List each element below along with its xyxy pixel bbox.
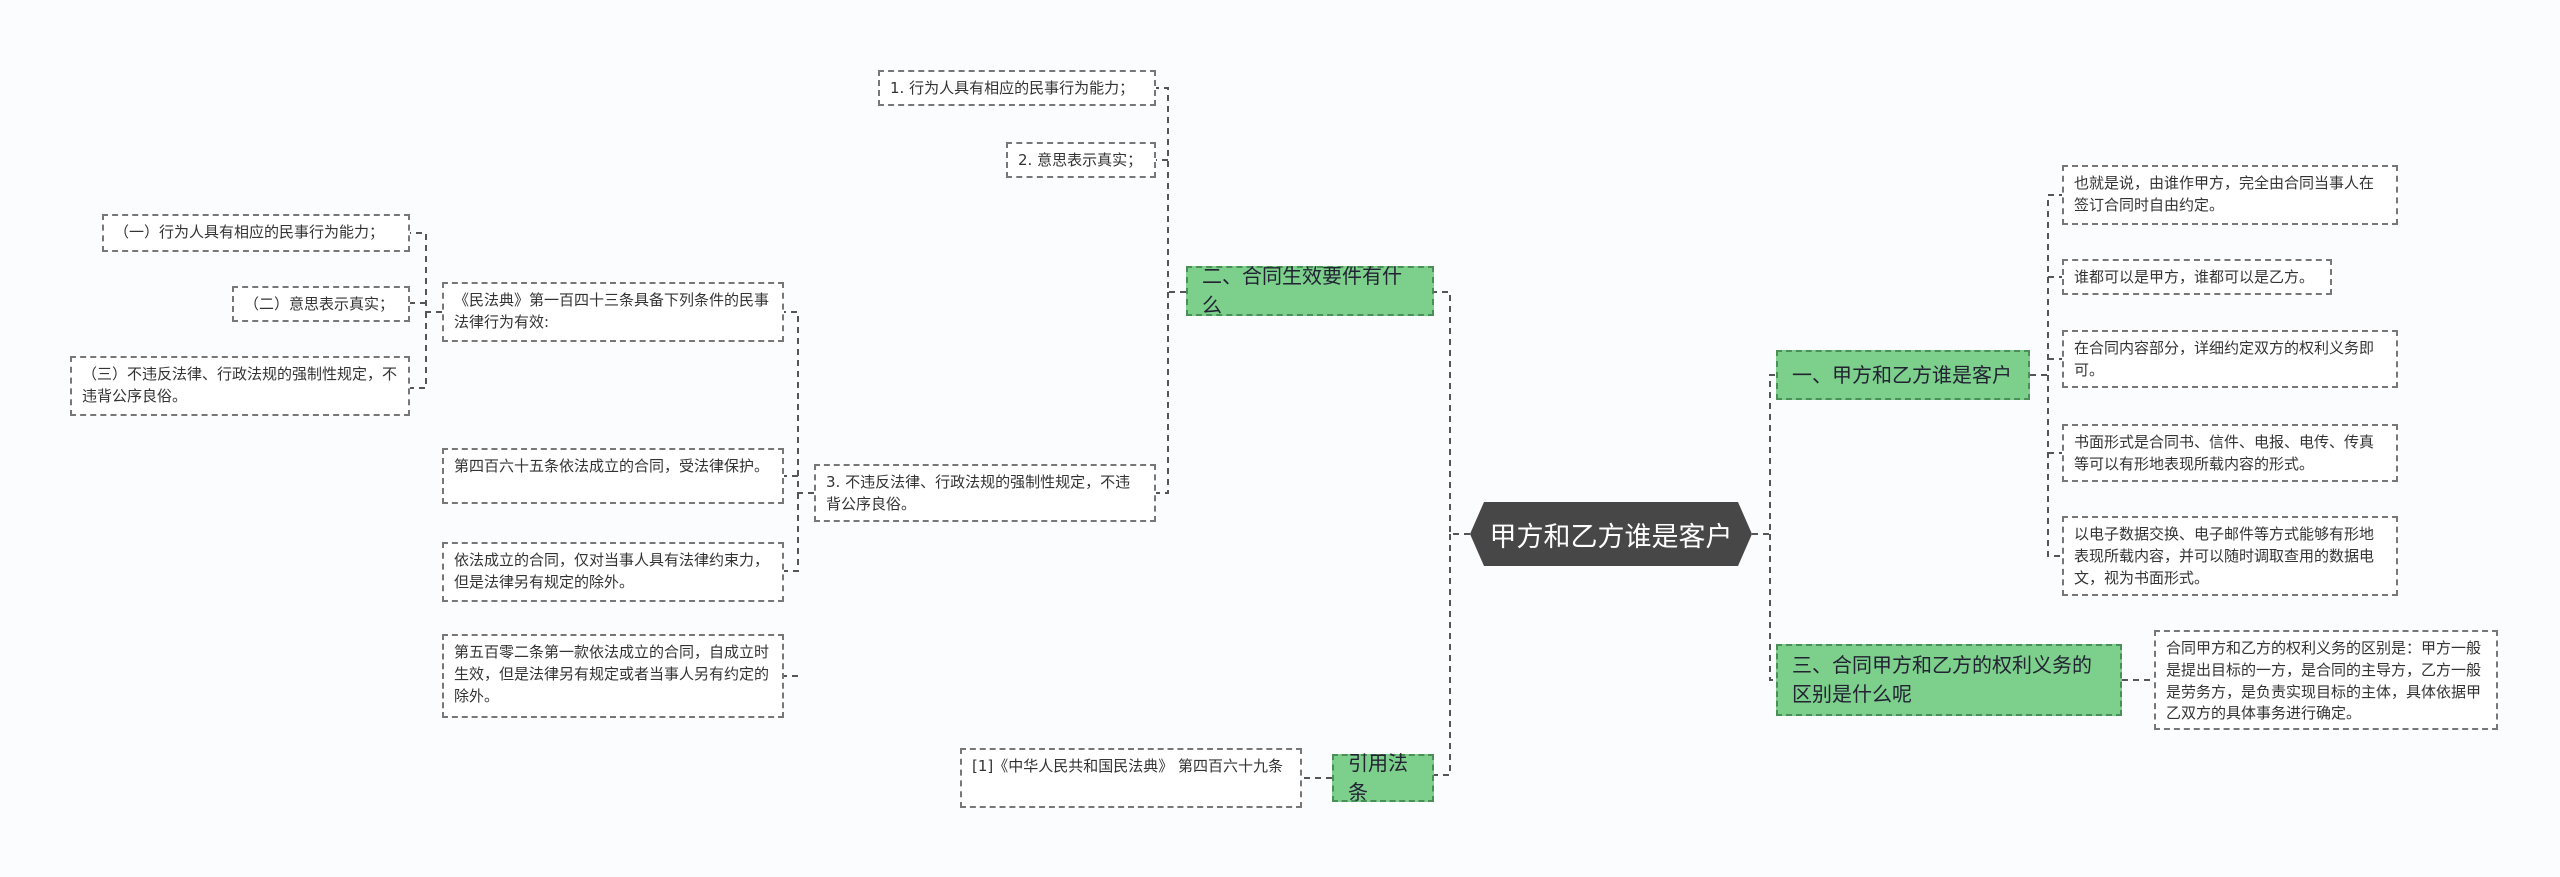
leaf-text: 《民法典》第一百四十三条具备下列条件的民事法律行为有效: bbox=[454, 291, 770, 331]
connector bbox=[1434, 291, 1470, 535]
leaf-node[interactable]: 谁都可以是甲方，谁都可以是乙方。 bbox=[2062, 259, 2332, 295]
connector bbox=[784, 493, 799, 572]
leaf-text: [1]《中华人民共和国民法典》 第四百六十九条 bbox=[972, 757, 1284, 775]
leaf-node[interactable]: 1. 行为人具有相应的民事行为能力； bbox=[878, 70, 1156, 106]
topic-label: 一、甲方和乙方谁是客户 bbox=[1792, 362, 2012, 387]
topic-who-is-client[interactable]: 一、甲方和乙方谁是客户 bbox=[1776, 350, 2030, 400]
leaf-text: 2. 意思表示真实； bbox=[1018, 151, 1143, 169]
connector bbox=[410, 312, 427, 389]
leaf-text: 谁都可以是甲方，谁都可以是乙方。 bbox=[2074, 268, 2315, 286]
topic-label: 三、合同甲方和乙方的权利义务的区别是什么呢 bbox=[1792, 653, 2092, 706]
leaf-node[interactable]: 第五百零二条第一款依法成立的合同，自成立时生效，但是法律另有规定或者当事人另有约… bbox=[442, 634, 784, 718]
leaf-text: 3. 不违反法律、行政法规的强制性规定，不违背公序良俗。 bbox=[826, 473, 1131, 513]
root-node[interactable]: 甲方和乙方谁是客户 bbox=[1470, 502, 1752, 566]
leaf-text: 以电子数据交换、电子邮件等方式能够有形地表现所载内容，并可以随时调取查用的数据电… bbox=[2074, 525, 2375, 587]
connector bbox=[1156, 292, 1169, 494]
leaf-text: 合同甲方和乙方的权利义务的区别是：甲方一般是提出目标的一方，是合同的主导方，乙方… bbox=[2166, 639, 2482, 723]
leaf-text: 也就是说，由谁作甲方，完全由合同当事人在签订合同时自由约定。 bbox=[2074, 174, 2375, 214]
leaf-text: 依法成立的合同，仅对当事人具有法律约束力，但是法律另有规定的除外。 bbox=[454, 551, 770, 591]
leaf-node[interactable]: 第四百六十五条依法成立的合同，受法律保护。 bbox=[442, 448, 784, 504]
root-label: 甲方和乙方谁是客户 bbox=[1489, 521, 1733, 553]
leaf-node[interactable]: 依法成立的合同，仅对当事人具有法律约束力，但是法律另有规定的除外。 bbox=[442, 542, 784, 602]
connector bbox=[2047, 375, 2062, 557]
civil-code-article-143[interactable]: 《民法典》第一百四十三条具备下列条件的民事法律行为有效: bbox=[442, 282, 784, 342]
leaf-text: （二）意思表示真实； bbox=[244, 295, 395, 313]
connector bbox=[784, 311, 814, 494]
leaf-node[interactable]: 以电子数据交换、电子邮件等方式能够有形地表现所载内容，并可以随时调取查用的数据电… bbox=[2062, 516, 2398, 596]
topic-contract-validity[interactable]: 二、合同生效要件有什么 bbox=[1186, 264, 1434, 317]
connector bbox=[2030, 194, 2062, 376]
leaf-node[interactable]: （一）行为人具有相应的民事行为能力； bbox=[102, 214, 410, 252]
leaf-text: 书面形式是合同书、信件、电报、电传、传真等可以有形地表现所载内容的形式。 bbox=[2074, 433, 2375, 473]
connector bbox=[1769, 534, 1776, 681]
leaf-text: 第五百零二条第一款依法成立的合同，自成立时生效，但是法律另有规定或者当事人另有约… bbox=[454, 643, 770, 705]
leaf-node[interactable]: 2. 意思表示真实； bbox=[1006, 142, 1156, 178]
leaf-text: （一）行为人具有相应的民事行为能力； bbox=[114, 223, 385, 241]
leaf-text: 在合同内容部分，详细约定双方的权利义务即可。 bbox=[2074, 339, 2375, 379]
leaf-text: （三）不违反法律、行政法规的强制性规定，不违背公序良俗。 bbox=[82, 365, 398, 405]
connector bbox=[410, 232, 442, 313]
leaf-node[interactable]: 3. 不违反法律、行政法规的强制性规定，不违背公序良俗。 bbox=[814, 464, 1156, 522]
leaf-node[interactable]: （二）意思表示真实； bbox=[232, 286, 410, 322]
leaf-node[interactable]: 书面形式是合同书、信件、电报、电传、传真等可以有形地表现所载内容的形式。 bbox=[2062, 424, 2398, 482]
leaf-node[interactable]: [1]《中华人民共和国民法典》 第四百六十九条 bbox=[960, 748, 1302, 808]
leaf-node[interactable]: （三）不违反法律、行政法规的强制性规定，不违背公序良俗。 bbox=[70, 356, 410, 416]
topic-citation[interactable]: 引用法条 bbox=[1332, 751, 1434, 804]
leaf-text: 第四百六十五条依法成立的合同，受法律保护。 bbox=[454, 457, 770, 475]
topic-label: 二、合同生效要件有什么 bbox=[1202, 264, 1402, 317]
topic-rights-difference[interactable]: 三、合同甲方和乙方的权利义务的区别是什么呢 bbox=[1776, 644, 2122, 716]
leaf-text: 1. 行为人具有相应的民事行为能力； bbox=[890, 79, 1135, 97]
leaf-node[interactable]: 也就是说，由谁作甲方，完全由合同当事人在签订合同时自由约定。 bbox=[2062, 165, 2398, 225]
connector bbox=[1752, 374, 1776, 535]
connector bbox=[1156, 87, 1186, 293]
leaf-node[interactable]: 在合同内容部分，详细约定双方的权利义务即可。 bbox=[2062, 330, 2398, 388]
topic-label: 引用法条 bbox=[1348, 751, 1408, 804]
connector bbox=[1434, 534, 1451, 776]
leaf-node[interactable]: 合同甲方和乙方的权利义务的区别是：甲方一般是提出目标的一方，是合同的主导方，乙方… bbox=[2154, 630, 2498, 730]
